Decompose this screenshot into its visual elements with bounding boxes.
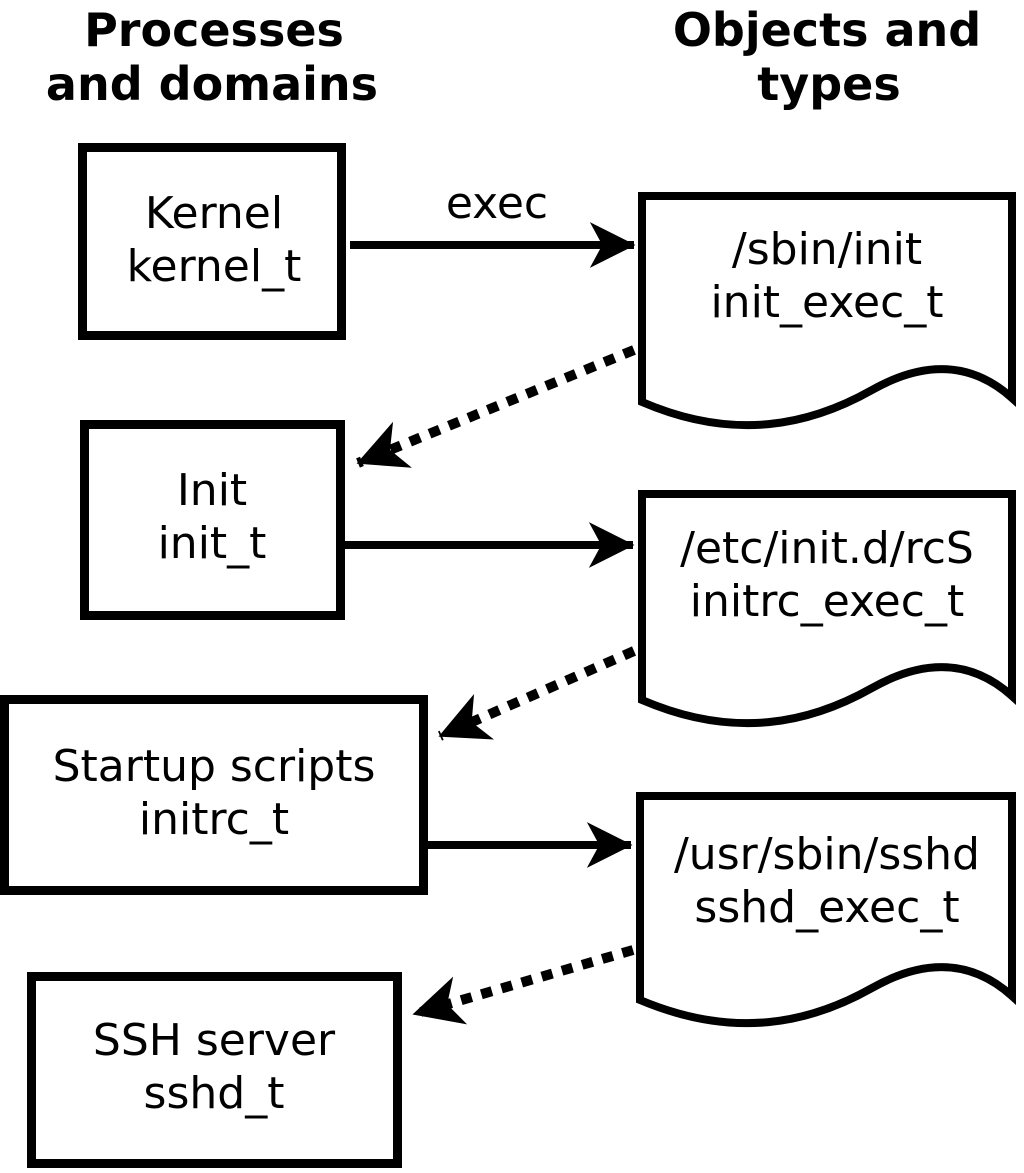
object-node-etc-initd-rcs: /etc/init.d/rcS initrc_exec_t — [638, 490, 1016, 728]
process-node-startup-scripts: Startup scripts initrc_t — [0, 695, 428, 895]
process-init-domain: init_t — [158, 518, 267, 569]
object-etc-initd-rcs-type: initrc_exec_t — [690, 576, 964, 627]
process-box-init — [80, 420, 345, 620]
object-doc-usr-sbin-sshd — [636, 792, 1016, 1028]
process-box-startup-scripts — [0, 695, 428, 895]
process-kernel-domain: kernel_t — [127, 241, 302, 292]
process-box-ssh-server — [27, 972, 402, 1168]
process-node-ssh-server: SSH server sshd_t — [27, 972, 402, 1168]
object-etc-initd-rcs-file: /etc/init.d/rcS — [680, 523, 974, 574]
object-node-usr-sbin-sshd: /usr/sbin/sshd sshd_exec_t — [636, 792, 1016, 1028]
exec-arrows: exec — [344, 178, 636, 868]
process-box-kernel — [78, 143, 346, 340]
object-node-sbin-init: /sbin/init init_exec_t — [638, 192, 1016, 430]
process-startup-scripts-name: Startup scripts — [53, 741, 376, 792]
left-column-header-line1: Processes — [84, 3, 344, 57]
column-headers: Processes and domains Objects and types — [46, 3, 981, 111]
transition-arrow-sshd-exec-to-sshd-t — [412, 945, 635, 1025]
object-usr-sbin-sshd-file: /usr/sbin/sshd — [674, 829, 980, 880]
object-doc-etc-initd-rcs — [638, 490, 1016, 728]
exec-arrow-label: exec — [446, 178, 548, 229]
process-init-name: Init — [177, 465, 247, 516]
right-column-header-line2: types — [757, 57, 900, 111]
object-usr-sbin-sshd-type: sshd_exec_t — [694, 882, 959, 933]
transition-arrows — [356, 345, 637, 1025]
process-ssh-server-domain: sshd_t — [144, 1068, 285, 1119]
process-kernel-name: Kernel — [145, 188, 283, 239]
process-startup-scripts-domain: initrc_t — [139, 794, 289, 845]
left-column-header-line2: and domains — [46, 57, 378, 111]
process-node-init: Init init_t — [80, 420, 345, 620]
object-sbin-init-file: /sbin/init — [732, 224, 922, 275]
process-ssh-server-name: SSH server — [93, 1015, 336, 1066]
process-node-kernel: Kernel kernel_t — [78, 143, 346, 340]
transition-arrow-initrc-exec-to-initrc-t — [437, 646, 637, 741]
object-doc-sbin-init — [638, 192, 1016, 430]
transition-arrow-init-exec-to-init-t — [356, 345, 636, 468]
object-sbin-init-type: init_exec_t — [710, 277, 943, 328]
right-column-header-line1: Objects and — [673, 3, 981, 57]
